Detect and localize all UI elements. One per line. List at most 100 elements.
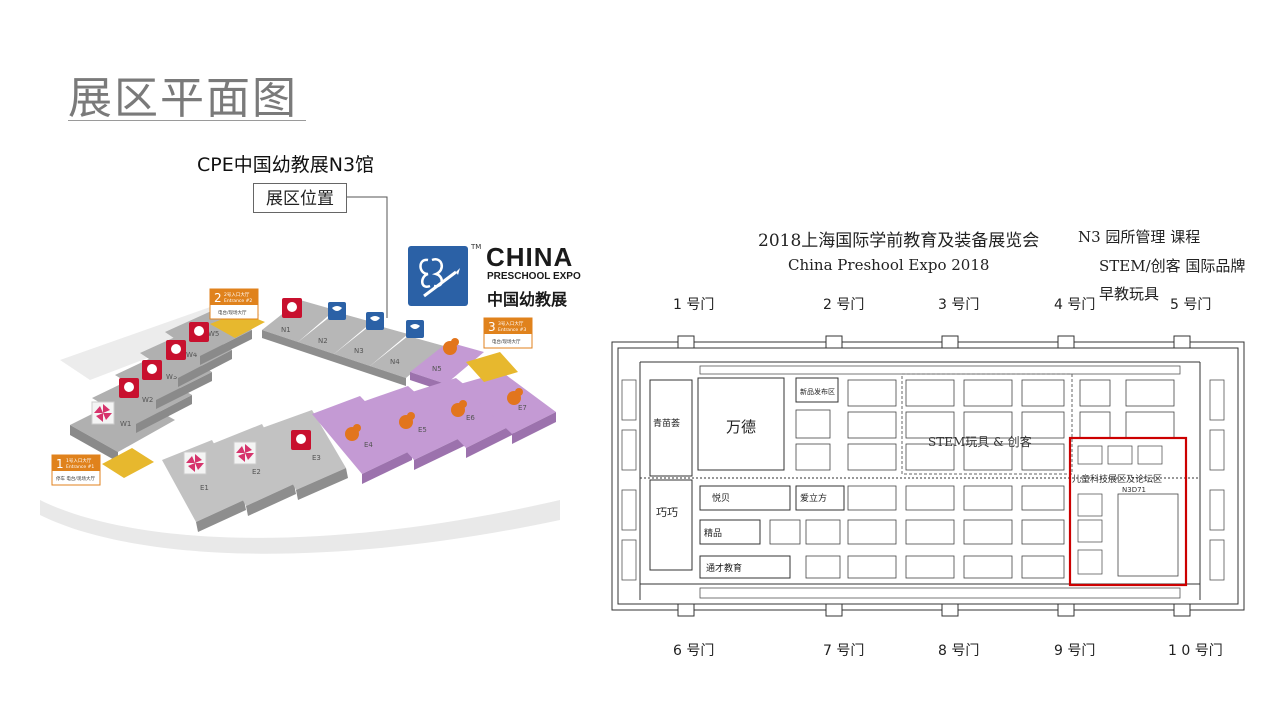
- svg-text:W1: W1: [120, 420, 131, 428]
- hall-outline: [611, 341, 1245, 611]
- zone-position-label: 展区位置: [253, 183, 347, 213]
- hall-N2: N2: [298, 312, 372, 362]
- svg-text:N4: N4: [390, 358, 400, 366]
- pinwheel-icon: [91, 401, 115, 425]
- svg-text:巧巧: 巧巧: [656, 506, 678, 519]
- gate-6-label: 6 号门: [673, 643, 714, 659]
- booth-wande: 万德: [697, 377, 785, 471]
- entrance-plaza-1: [102, 448, 154, 478]
- hall-E5: E5: [362, 386, 464, 470]
- toy-icon: [451, 400, 467, 417]
- svg-text:爱立方: 爱立方: [800, 492, 827, 504]
- toy-icon: [443, 338, 459, 355]
- stem-zone-outline: [901, 373, 1073, 475]
- svg-text:电台/现场大厅: 电台/现场大厅: [218, 309, 247, 316]
- svg-text:3: 3: [488, 320, 496, 334]
- svg-text:1: 1: [56, 457, 64, 471]
- logo-line-cn: 中国幼教展: [487, 290, 568, 309]
- svg-text:电台/现场大厅: 电台/现场大厅: [492, 338, 521, 345]
- svg-text:Entrance #1: Entrance #1: [66, 464, 94, 470]
- slide-title: 展区平面图: [68, 73, 298, 124]
- gate-9-label: 9 号门: [1054, 643, 1095, 659]
- svg-text:Entrance #2: Entrance #2: [224, 298, 252, 304]
- hall-E1: E1: [162, 440, 246, 532]
- entrance-plaza-3: [466, 352, 518, 382]
- svg-text:悦贝: 悦贝: [712, 492, 730, 504]
- booth-qingmiao: 青苗荟: [649, 379, 693, 477]
- logo-trademark: TM: [471, 243, 482, 251]
- hall-N1: N1: [262, 300, 335, 350]
- brand-red-icon: [189, 322, 209, 342]
- svg-text:1号入口大厅: 1号入口大厅: [66, 457, 92, 464]
- gate-8-label: 8 号门: [938, 643, 979, 659]
- gate-1-label: 1 号门: [673, 297, 714, 313]
- svg-text:W5: W5: [208, 330, 219, 338]
- expo-logo-icon: [408, 246, 468, 306]
- svg-text:停车 电台/现场大厅: 停车 电台/现场大厅: [56, 475, 95, 482]
- svg-text:W3: W3: [166, 373, 177, 381]
- entrance-card-2: 2 2号入口大厅 Entrance #2 电台/现场大厅: [209, 288, 259, 320]
- gate-5-label: 5 号门: [1170, 297, 1211, 313]
- svg-text:N3D71: N3D71: [1122, 486, 1146, 494]
- svg-text:儿童科技展区及论坛区: 儿童科技展区及论坛区: [1072, 473, 1162, 485]
- svg-text:E4: E4: [364, 441, 373, 449]
- plan-title-cn: 2018上海国际学前教育及装备展览会: [758, 231, 1039, 251]
- gate-7-label: 7 号门: [823, 643, 864, 659]
- svg-text:E3: E3: [312, 454, 321, 462]
- hall-N3: N3: [334, 324, 408, 374]
- svg-text:2: 2: [214, 291, 222, 305]
- brand-red-icon: [119, 378, 139, 398]
- svg-text:N1: N1: [281, 326, 291, 334]
- svg-text:N5: N5: [432, 365, 442, 373]
- booth-grid: [769, 379, 1175, 579]
- booth-jingpin: 精品: [699, 519, 761, 545]
- logo-line-expo: PRESCHOOL EXPO: [487, 271, 581, 282]
- toy-icon: [399, 412, 415, 429]
- plan-legend-2: STEM/创客 国际品牌: [1099, 257, 1245, 275]
- svg-text:E5: E5: [418, 426, 427, 434]
- brand-red-icon: [142, 360, 162, 380]
- highlight-zone: 儿童科技展区及论坛区 N3D71: [1068, 436, 1188, 587]
- gate-markers: [677, 335, 1191, 617]
- hall-caption: CPE中国幼教展N3馆: [197, 154, 375, 176]
- plan-title-en: China Preshool Expo 2018: [788, 256, 989, 274]
- brand-blue-icon: [406, 320, 424, 338]
- svg-text:2号入口大厅: 2号入口大厅: [224, 291, 250, 298]
- svg-text:E1: E1: [200, 484, 209, 492]
- entrance-card-3: 3 3号入口大厅 Entrance #3 电台/现场大厅: [483, 317, 533, 349]
- plan-legend-3: 早教玩具: [1099, 285, 1159, 303]
- svg-text:通才教育: 通才教育: [706, 562, 742, 574]
- brand-red-icon: [282, 298, 302, 318]
- hall-E4: E4: [312, 396, 412, 484]
- pinwheel-icon: [233, 441, 257, 465]
- venue-isometric-map: N1 N2 N3 N4 N5 W1 W2 W3 W4: [40, 288, 560, 554]
- brand-red-icon: [166, 340, 186, 360]
- toy-icon: [507, 388, 523, 405]
- booth-aili: 爱立方: [795, 485, 845, 511]
- svg-text:万德: 万德: [726, 418, 756, 436]
- svg-text:3号入口大厅: 3号入口大厅: [498, 320, 524, 327]
- hall-N4: N4: [370, 336, 444, 386]
- booth-yuebei: 悦贝: [699, 485, 791, 511]
- booth-tongcai: 通才教育: [699, 555, 791, 579]
- road-shape: [40, 500, 560, 554]
- svg-text:W4: W4: [186, 351, 198, 359]
- brand-blue-icon: [366, 312, 384, 330]
- svg-text:W2: W2: [142, 396, 153, 404]
- logo-line-china: CHINA: [486, 242, 574, 272]
- booth-qiaoqiao: 巧巧: [649, 479, 693, 571]
- hall-E2: E2: [212, 424, 296, 516]
- svg-text:N2: N2: [318, 337, 328, 345]
- brand-red-icon: [291, 430, 311, 450]
- booth-xinpin: 新品发布区: [795, 377, 839, 403]
- gate-2-label: 2 号门: [823, 297, 864, 313]
- svg-text:N3: N3: [354, 347, 364, 355]
- svg-text:新品发布区: 新品发布区: [800, 387, 835, 396]
- toy-icon: [345, 424, 361, 441]
- pinwheel-icon: [183, 451, 207, 475]
- hall-E7: E7: [460, 372, 556, 444]
- entrance-card-1: 1 1号入口大厅 Entrance #1 停车 电台/现场大厅: [51, 454, 101, 486]
- svg-text:E6: E6: [466, 414, 475, 422]
- brand-blue-icon: [328, 302, 346, 320]
- svg-text:E7: E7: [518, 404, 527, 412]
